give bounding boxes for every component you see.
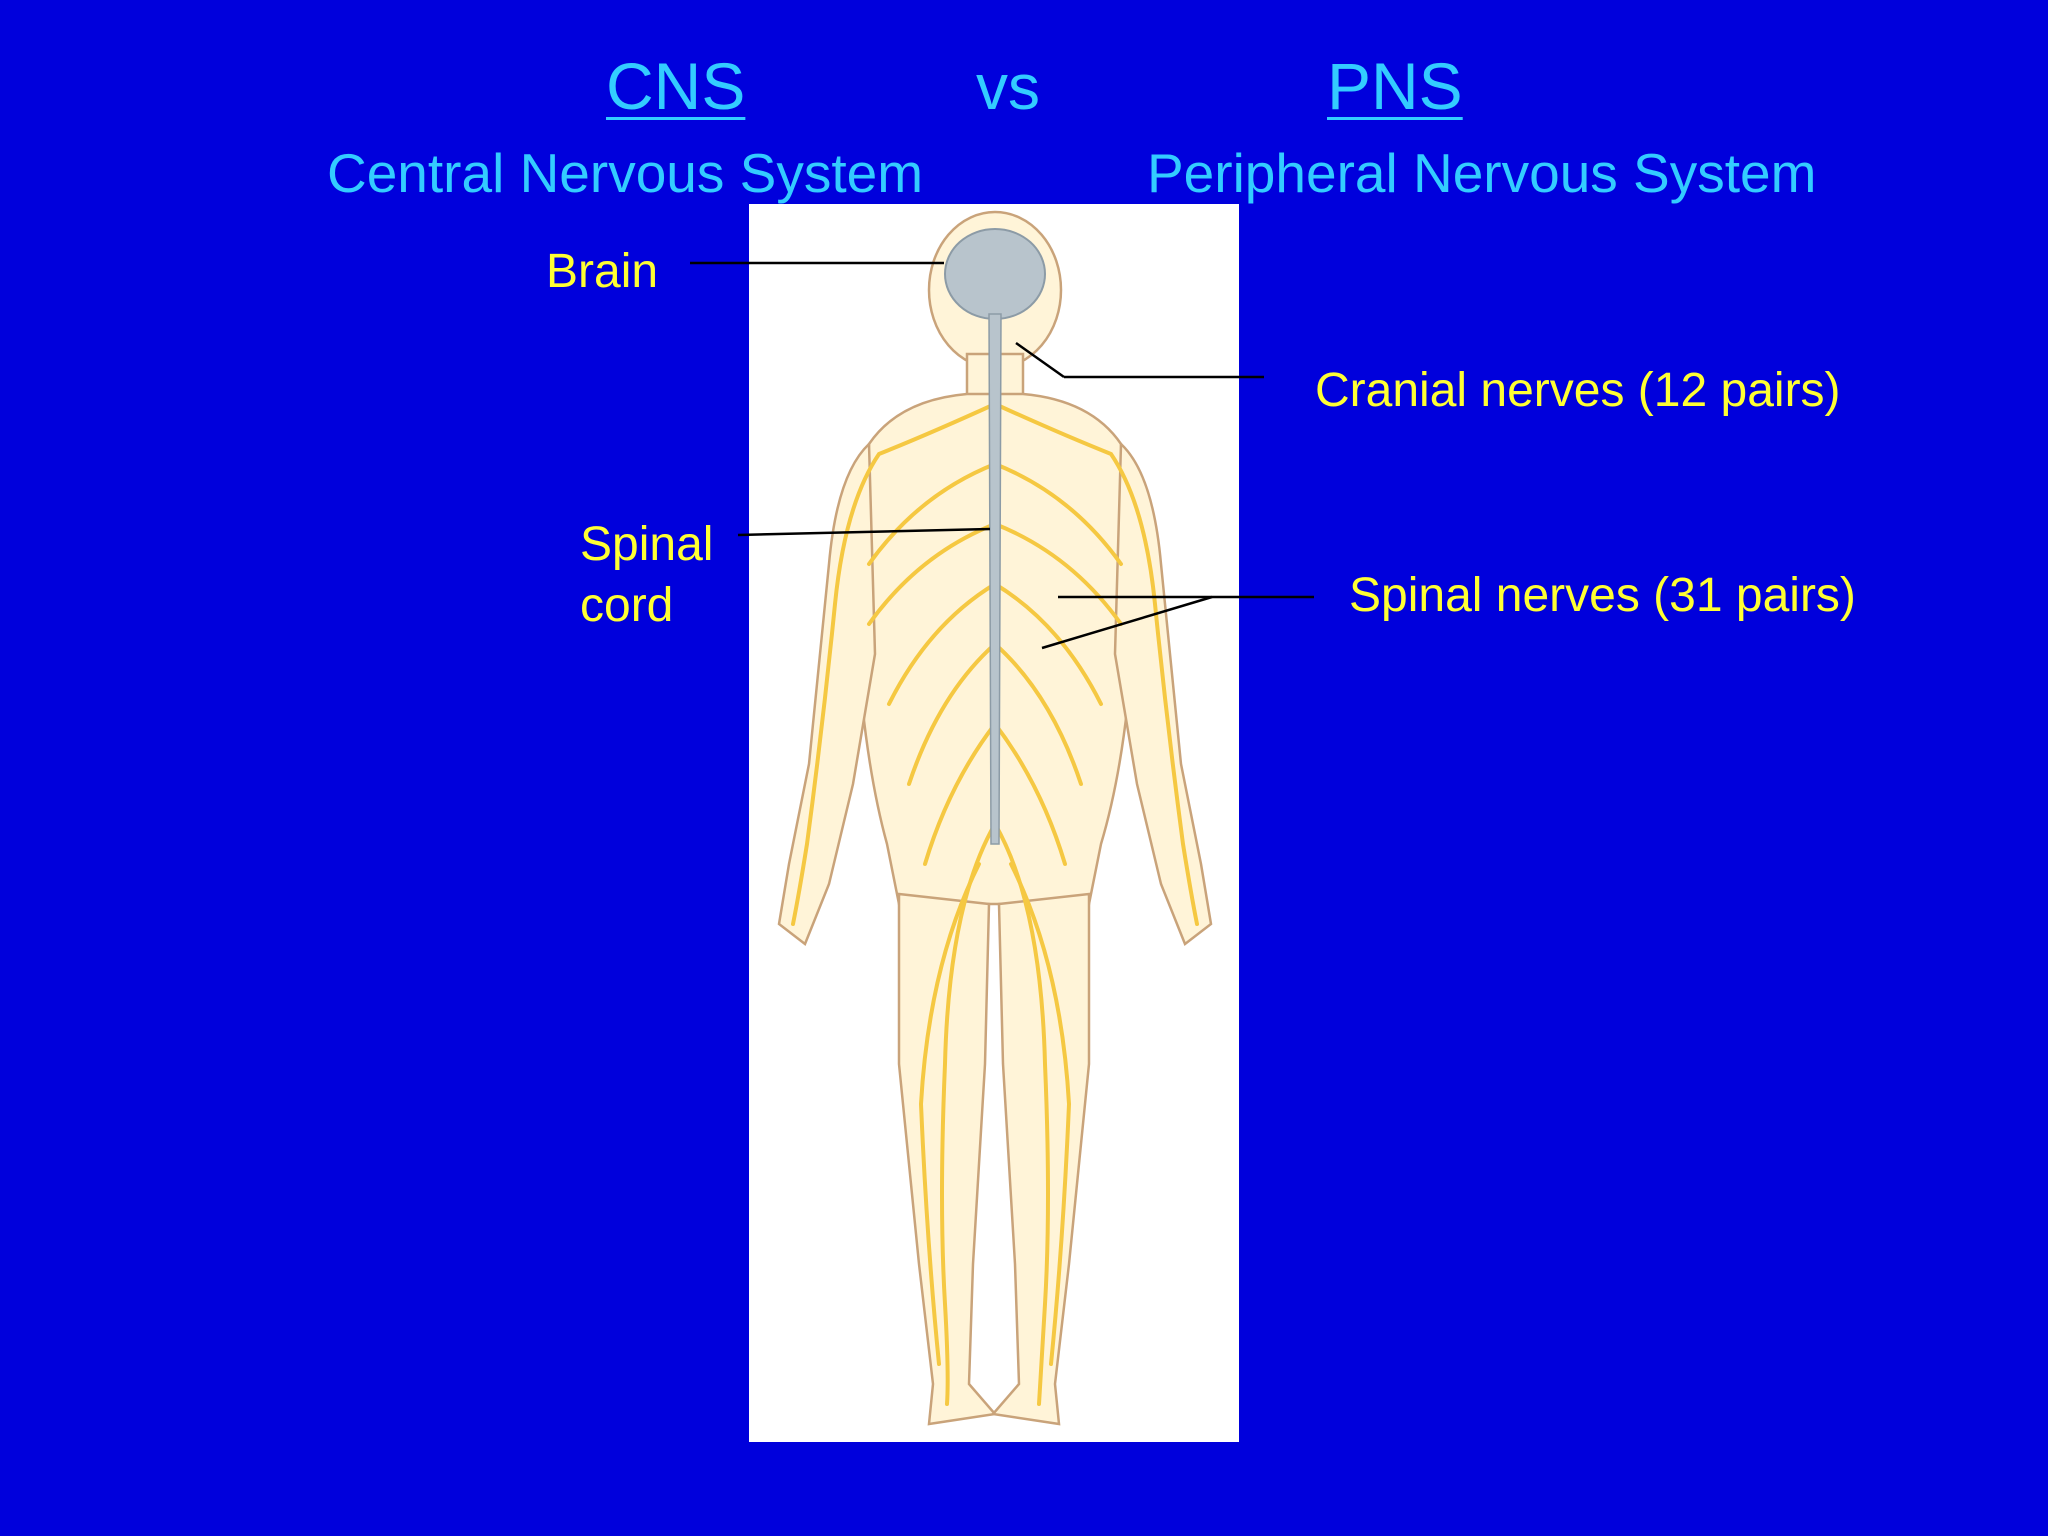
cns-heading[interactable]: CNS — [606, 49, 746, 123]
human-body-figure — [777, 210, 1213, 1426]
cns-subtitle: Central Nervous System — [327, 142, 924, 204]
vs-text: vs — [976, 51, 1040, 123]
spinal-cord-label-line1: Spinal — [580, 518, 714, 571]
nervous-system-illustration — [749, 204, 1239, 1442]
peripheral-nerves — [791, 402, 1199, 1406]
brain-label: Brain — [546, 245, 659, 298]
cns-structures — [944, 228, 1046, 845]
cranial-nerves-label: Cranial nerves (12 pairs) — [1315, 364, 1841, 417]
pns-subtitle: Peripheral Nervous System — [1147, 142, 1817, 204]
spinal-cord-shape — [988, 313, 1002, 845]
spinal-cord-label-line2: cord — [580, 579, 674, 632]
cranial-leader-diagonal — [1015, 341, 1065, 379]
pns-heading[interactable]: PNS — [1327, 49, 1463, 123]
spinal-cord-leader-line — [737, 527, 991, 537]
spinal-nerves-leader-diagonal — [1041, 595, 1213, 650]
spinal-nerves-label: Spinal nerves (31 pairs) — [1349, 569, 1856, 622]
